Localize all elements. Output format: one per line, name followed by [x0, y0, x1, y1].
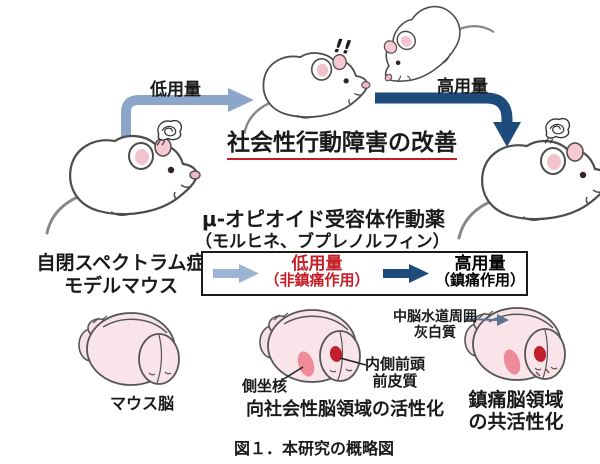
mpfc-line2: 前皮質 — [372, 371, 418, 390]
pag-label: 中脳水道周囲 灰白質 — [388, 309, 482, 341]
prosocial-highlights — [281, 346, 367, 381]
low-dose-arrow-graphic — [121, 88, 254, 138]
high-dose-arrow-label: 高用量 — [437, 77, 488, 97]
box-low-dose-text: 低用量 （非鎮痛作用） — [257, 255, 377, 288]
asd-model-line2: モデルマウス — [63, 275, 178, 297]
mouse-high-dose — [457, 139, 600, 240]
dose-effect-box: 低用量 （非鎮痛作用） 高用量 （鎮痛作用） — [201, 251, 528, 296]
figure-caption: 図１．本研究の概略図 — [234, 439, 395, 458]
box-high-dose-effect: （鎮痛作用） — [434, 271, 525, 289]
asd-model-mouse-label: 自閉スペクトラム症 モデルマウス — [36, 252, 206, 298]
squiggle-icon — [544, 117, 571, 144]
analgesic-line2: の共活性化 — [468, 411, 564, 433]
high-dose-arrow-graphic — [375, 92, 521, 147]
mouse-asd-model — [45, 134, 202, 235]
prosocial-activation-text: 向社会性脳領域の活性化 — [246, 399, 444, 420]
pag-line2: 灰白質 — [414, 324, 456, 341]
exclamation-mark: !! — [332, 34, 353, 60]
social-improvement-heading: 社会性行動障害の改善 — [227, 123, 457, 160]
box-low-dose-effect: （非鎮痛作用） — [264, 271, 370, 289]
box-high-dose-arrow-icon — [383, 264, 429, 283]
mpfc-line1: 内側前頭 — [364, 355, 425, 373]
asd-model-line1: 自閉スペクトラム症 — [36, 252, 206, 274]
box-high-dose-text: 高用量 （鎮痛作用） — [425, 255, 535, 288]
pag-pointer-arrow — [465, 314, 509, 326]
box-low-dose-label: 低用量 — [291, 254, 343, 274]
low-dose-arrow-label: 低用量 — [150, 80, 201, 100]
analgesic-line1: 鎮痛脳領域 — [468, 389, 564, 411]
mpfc-label: 内側前頭 前皮質 — [362, 356, 428, 389]
box-low-dose-arrow-icon — [213, 264, 259, 283]
analgesic-highlights — [503, 346, 550, 377]
drug-examples: （モルヒネ、ブプレノルフィン） — [195, 232, 450, 252]
brain-mouse-plain — [78, 312, 180, 386]
analgesic-coactivation-text: 鎮痛脳領域 の共活性化 — [466, 389, 566, 433]
nucleus-accumbens-label: 側坐核 — [242, 377, 288, 395]
drug-name: μ-オピオイド受容体作動薬 — [202, 207, 446, 231]
mouse-social-left — [243, 51, 372, 134]
pag-line1: 中脳水道周囲 — [393, 309, 477, 325]
box-high-dose-label: 高用量 — [454, 254, 506, 274]
mouse-brain-label: マウス脳 — [110, 394, 175, 413]
